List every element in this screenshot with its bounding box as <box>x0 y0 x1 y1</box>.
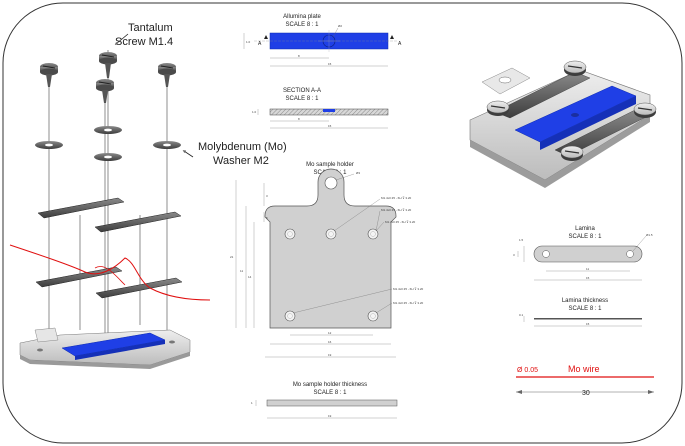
lamina-dim-height: 1.5 <box>519 238 524 242</box>
holder-callout-5: M1.4x0.35 - 6H ⊽ 3.20 <box>393 301 424 305</box>
exploded-view: Tantalum Screw M1.4 Molybdenum (Mo) Wash… <box>9 22 287 369</box>
holder-plate <box>264 168 397 329</box>
lamina-drawing: Lamina SCALE 8 : 1 Ø1.5 1.5 3 11 15 <box>513 226 653 281</box>
section-dim-height: 1.0 <box>252 110 257 114</box>
alumina-plate-drawing: Allumina plate SCALE 8 : 1 Ø2 A A 1.0 8 … <box>243 14 402 67</box>
wire-diameter: Ø 0.05 <box>517 367 538 374</box>
molybdenum-label-line1: Molybdenum (Mo) <box>198 141 287 153</box>
holder-thickness-drawing: Mo sample holder thickness SCALE 8 : 1 1… <box>251 382 398 419</box>
lamina-thickness-scale: SCALE 8 : 1 <box>568 306 602 312</box>
holder-dim-body: 11 <box>240 269 243 273</box>
lamina-thickness-bar <box>534 318 642 320</box>
wire-length: 30 <box>582 390 590 397</box>
mo-wire-drawing: Ø 0.05 Mo wire 30 <box>516 364 654 397</box>
alumina-dim-hole-pos: 8 <box>298 54 300 58</box>
alumina-scale: SCALE 8 : 1 <box>285 22 319 28</box>
section-mark-right: A <box>398 41 402 47</box>
holder-thickness-bar <box>266 399 398 407</box>
holder-dim-width: 16 <box>328 340 332 344</box>
mo-sample-holder-drawing: Mo sample holder SCALE 8 : 1 Ø3 M1.4x0.3… <box>230 162 424 358</box>
screw-icon <box>40 63 58 87</box>
lamina-thickness-dim-w: 15 <box>586 322 590 326</box>
holder-callout-3: M1.4x0.35 - 6H ⊽ 3.20 <box>385 220 416 224</box>
tantalum-label-line2: Screw M1.4 <box>115 36 173 48</box>
holder-dim-a: 3 <box>266 194 268 198</box>
lamina-thickness-dim-t: 0.1 <box>519 313 524 317</box>
assembled-3d-view <box>469 60 657 188</box>
screw-icon <box>96 79 114 103</box>
section-scale: SCALE 8 : 1 <box>285 96 319 102</box>
section-mark-left: A <box>258 41 262 47</box>
alumina-dim-length: 15 <box>328 62 332 66</box>
tantalum-screws <box>40 52 176 103</box>
lamina-thickness-drawing: Lamina thickness SCALE 8 : 1 0.1 15 <box>519 298 642 327</box>
mo-wire-curve <box>9 244 211 301</box>
thickness-dim-t: 1 <box>251 401 253 405</box>
assembly-guide-lines <box>48 50 168 350</box>
laminae <box>35 197 183 299</box>
holder-hole-dim: Ø3 <box>356 171 360 175</box>
section-dim-hole-pos: 8 <box>298 117 300 121</box>
holder-dim-hole-span: 12 <box>328 331 332 335</box>
holder-callout-1: M1.4x0.35 - 6H ⊽ 3.20 <box>381 196 412 200</box>
lamina-title: Lamina <box>575 226 595 232</box>
holder-title: Mo sample holder <box>306 162 354 168</box>
holder-dim-total: 19 <box>328 353 332 357</box>
holder-dim-height: 21 <box>230 255 234 259</box>
screw-icon <box>158 63 176 87</box>
lamina-dim-hole-span: 11 <box>586 267 589 271</box>
alumina-title: Allumina plate <box>283 14 321 20</box>
holder-threaded-holes <box>284 228 379 322</box>
thickness-dim-w: 19 <box>328 414 332 418</box>
lamina-part <box>533 245 643 263</box>
holder-dim-b: 5 <box>266 216 268 220</box>
alumina-hole-dim: Ø2 <box>338 24 342 28</box>
molybdenum-label-line2: Washer M2 <box>213 155 269 167</box>
tantalum-label-line1: Tantalum <box>128 22 173 34</box>
holder-callout-4: M1.4x0.35 - 6H ⊽ 3.20 <box>393 287 424 291</box>
screw-icon <box>99 52 117 78</box>
thickness-title: Mo sample holder thickness <box>293 382 367 388</box>
holder-dim-inner: 14 <box>248 275 252 279</box>
lamina-dim-hole-y: 3 <box>513 253 515 257</box>
thickness-scale: SCALE 8 : 1 <box>313 390 347 396</box>
section-aa-drawing: SECTION A-A SCALE 8 : 1 1.0 8 15 <box>252 88 389 129</box>
molybdenum-washers <box>35 126 181 161</box>
base-holder-3d <box>19 327 191 369</box>
section-dim-length: 15 <box>328 124 332 128</box>
lamina-scale: SCALE 8 : 1 <box>568 234 602 240</box>
section-title: SECTION A-A <box>283 88 321 94</box>
alumina-dim-height: 1.0 <box>246 40 251 44</box>
holder-callout-2: M1.4x0.35 - 6H ⊽ 3.20 <box>381 208 412 212</box>
wire-name: Mo wire <box>568 364 600 374</box>
lamina-dim-length: 15 <box>586 276 590 280</box>
holder-top-hole <box>324 176 338 190</box>
lamina-thickness-title: Lamina thickness <box>562 298 608 304</box>
lamina-hole-dim: Ø1.5 <box>646 233 653 237</box>
assembled-screws <box>486 60 657 161</box>
